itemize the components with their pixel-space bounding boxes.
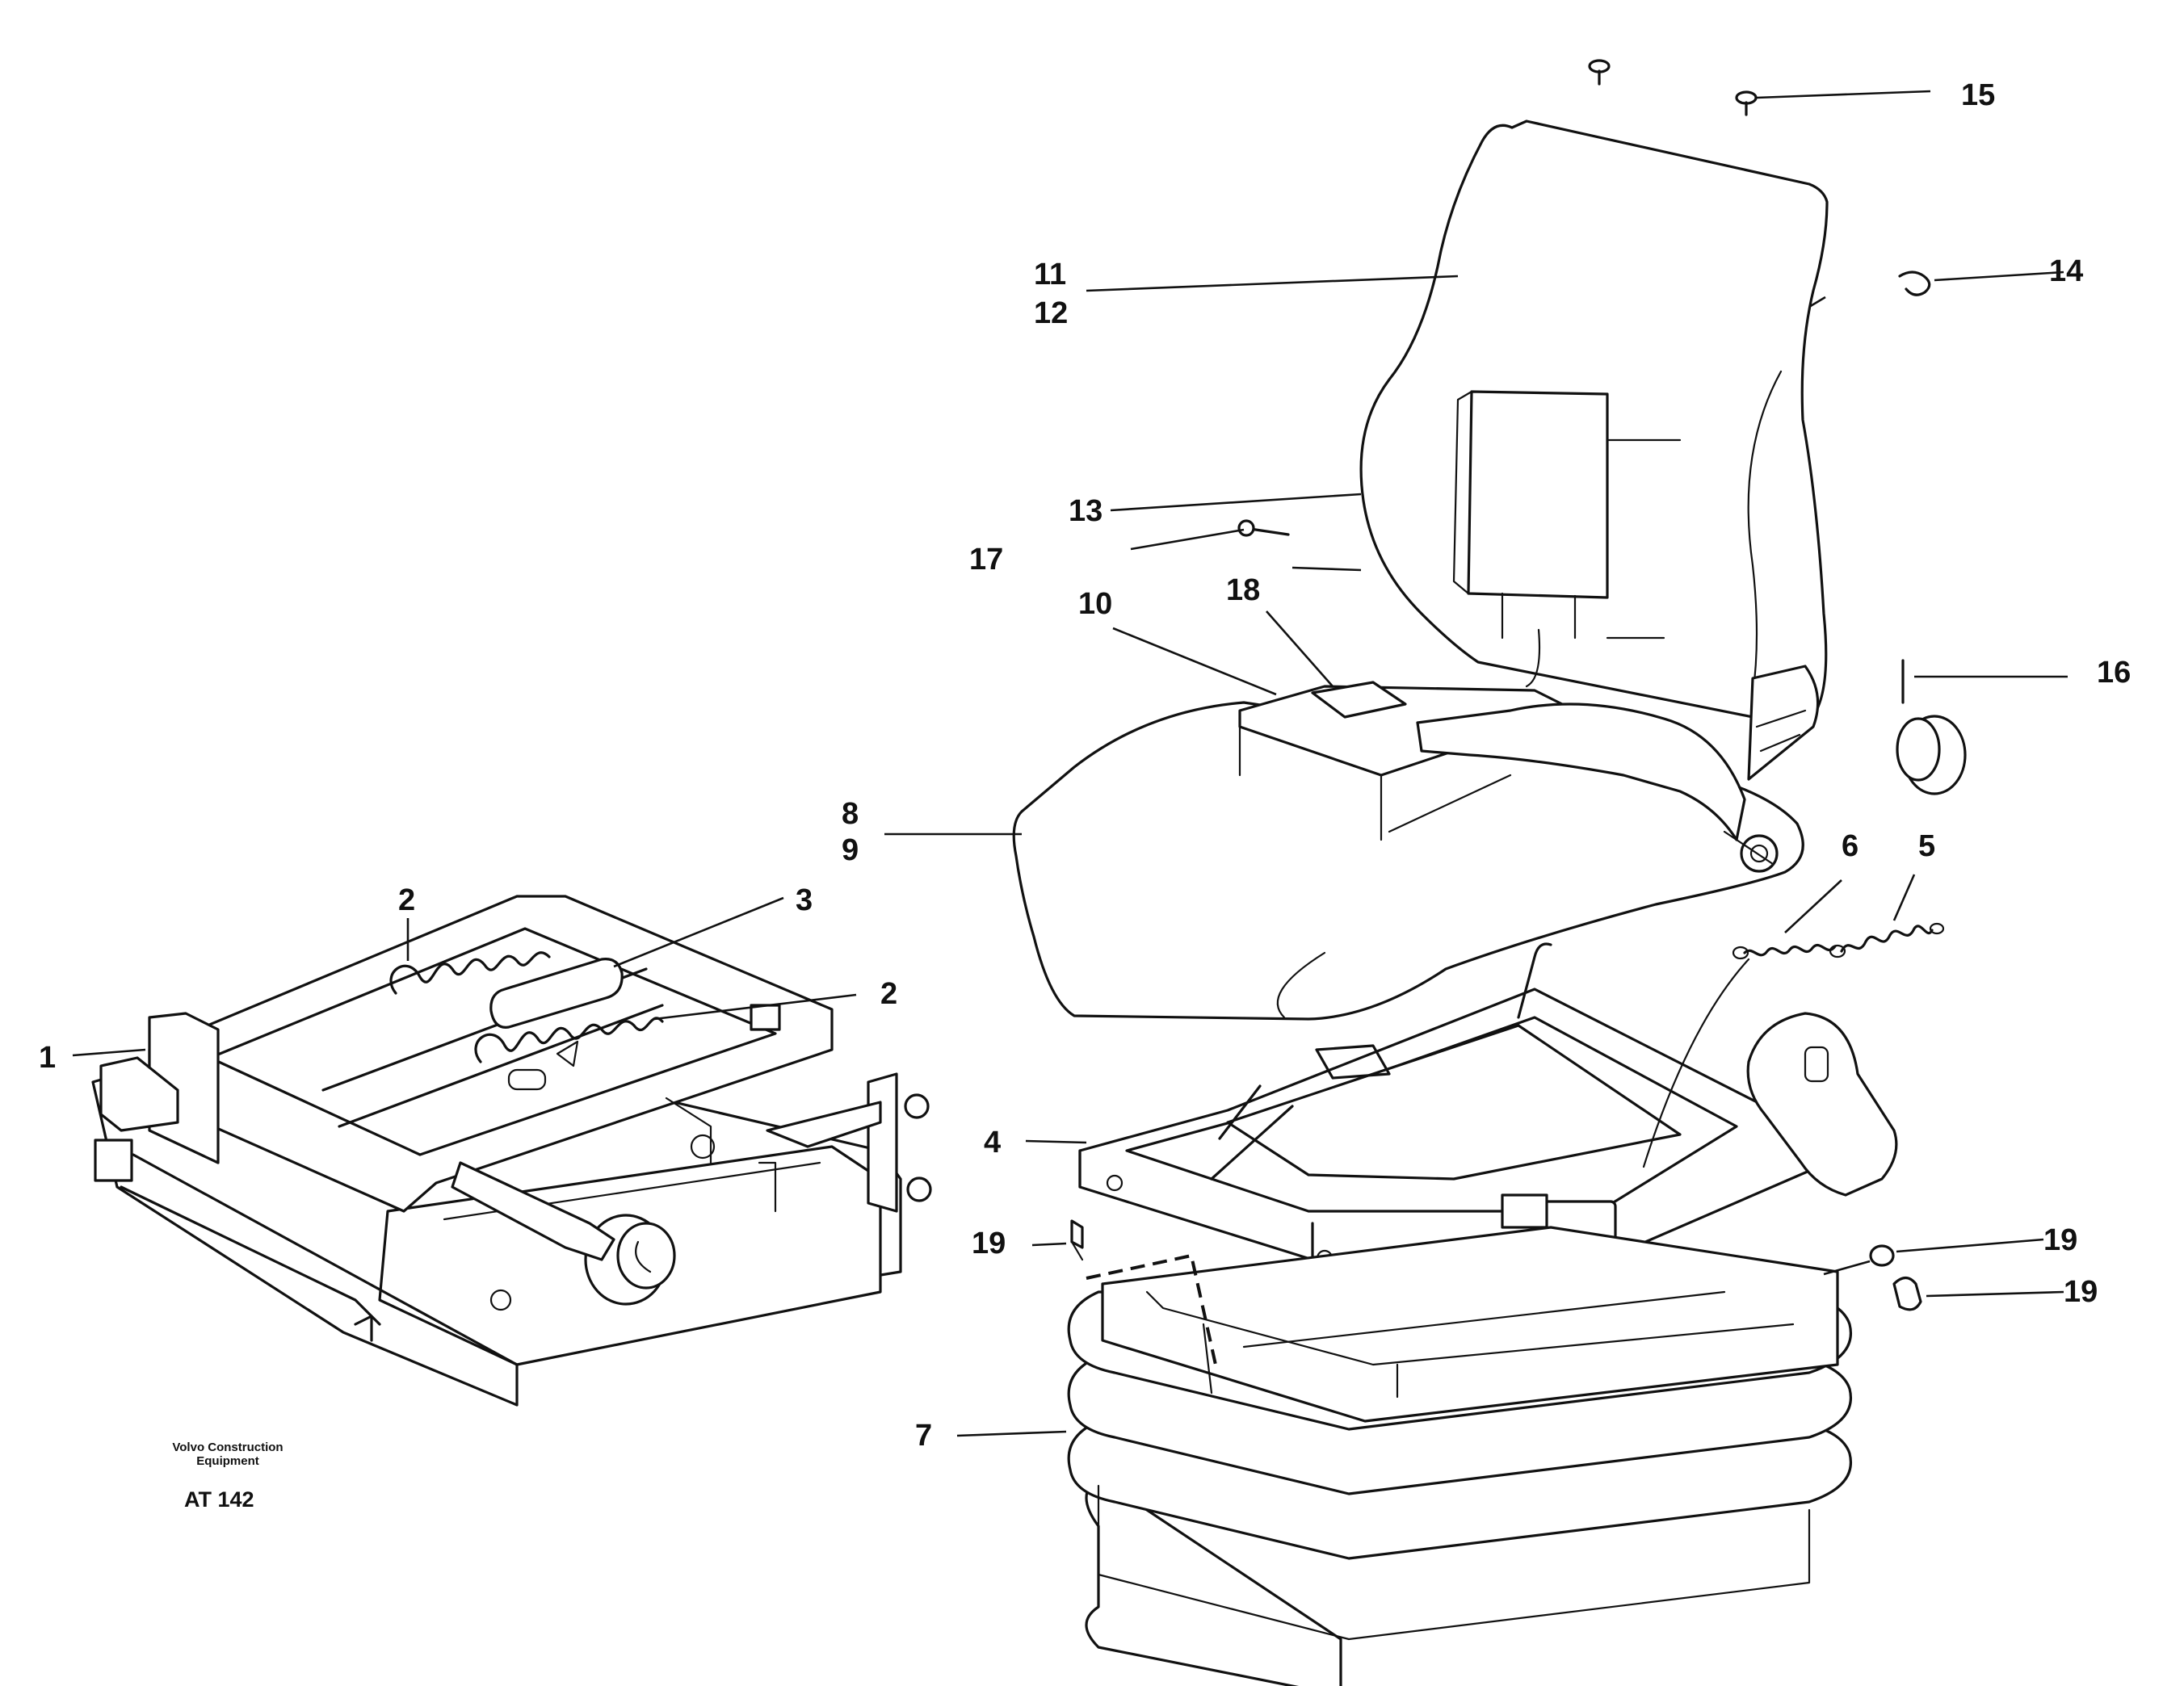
callout-2-top: 2 (398, 883, 415, 917)
brand-line-1: Volvo Construction (172, 1441, 283, 1454)
callout-17: 17 (969, 543, 1003, 577)
callout-9: 9 (842, 833, 859, 867)
screw-15-a (1588, 59, 1611, 86)
callout-3: 3 (796, 883, 813, 917)
recline-bracket (1747, 665, 1820, 781)
callout-19-right-top: 19 (2043, 1223, 2077, 1257)
seat-adjust-housing (1746, 1012, 1898, 1197)
bellows-clip-indicator (1086, 1253, 1217, 1365)
seat-belt-lever (1311, 681, 1779, 873)
clip-14 (1898, 271, 1931, 296)
leader-lines (72, 90, 2068, 1437)
callout-4: 4 (984, 1126, 1001, 1160)
callout-2-right: 2 (880, 977, 897, 1011)
callout-7: 7 (915, 1419, 932, 1453)
clip-19-right-top (1869, 1244, 1895, 1267)
callout-6: 6 (1842, 829, 1858, 863)
adjust-knob-16 (1896, 659, 1967, 795)
clip-19-left (1070, 1219, 1084, 1261)
callout-labels: 1 2 3 2 4 7 8 9 10 11 12 13 17 18 15 14 … (39, 78, 2131, 1453)
screw-15-b (1735, 90, 1758, 116)
footer-branding: Volvo Construction Equipment AT 142 (172, 1441, 283, 1512)
callout-10: 10 (1078, 587, 1112, 621)
bolt-17 (1237, 519, 1290, 537)
tension-spring-6 (1642, 944, 1837, 1168)
lumbar-panel (1452, 390, 1682, 688)
callout-19-left: 19 (972, 1227, 1006, 1260)
seat-frame (1078, 942, 1811, 1267)
drawing-code: AT 142 (184, 1487, 254, 1512)
callout-11: 11 (1034, 258, 1066, 291)
callout-14: 14 (2049, 254, 2083, 288)
callout-5: 5 (1918, 829, 1935, 863)
callout-18: 18 (1226, 573, 1260, 607)
tension-spring-5 (1829, 922, 1945, 958)
callout-15: 15 (1961, 78, 1995, 112)
brand-line-2: Equipment (196, 1454, 259, 1468)
callout-1: 1 (39, 1041, 56, 1075)
clip-19-right-bottom (1892, 1276, 1922, 1311)
callout-19-right-bottom: 19 (2064, 1275, 2098, 1309)
callout-16: 16 (2097, 656, 2131, 690)
callout-13: 13 (1069, 494, 1102, 528)
suspension-mechanism (91, 895, 932, 1407)
callout-8: 8 (842, 797, 859, 831)
callout-12: 12 (1034, 296, 1068, 330)
bellows-base (1067, 1226, 1852, 1686)
